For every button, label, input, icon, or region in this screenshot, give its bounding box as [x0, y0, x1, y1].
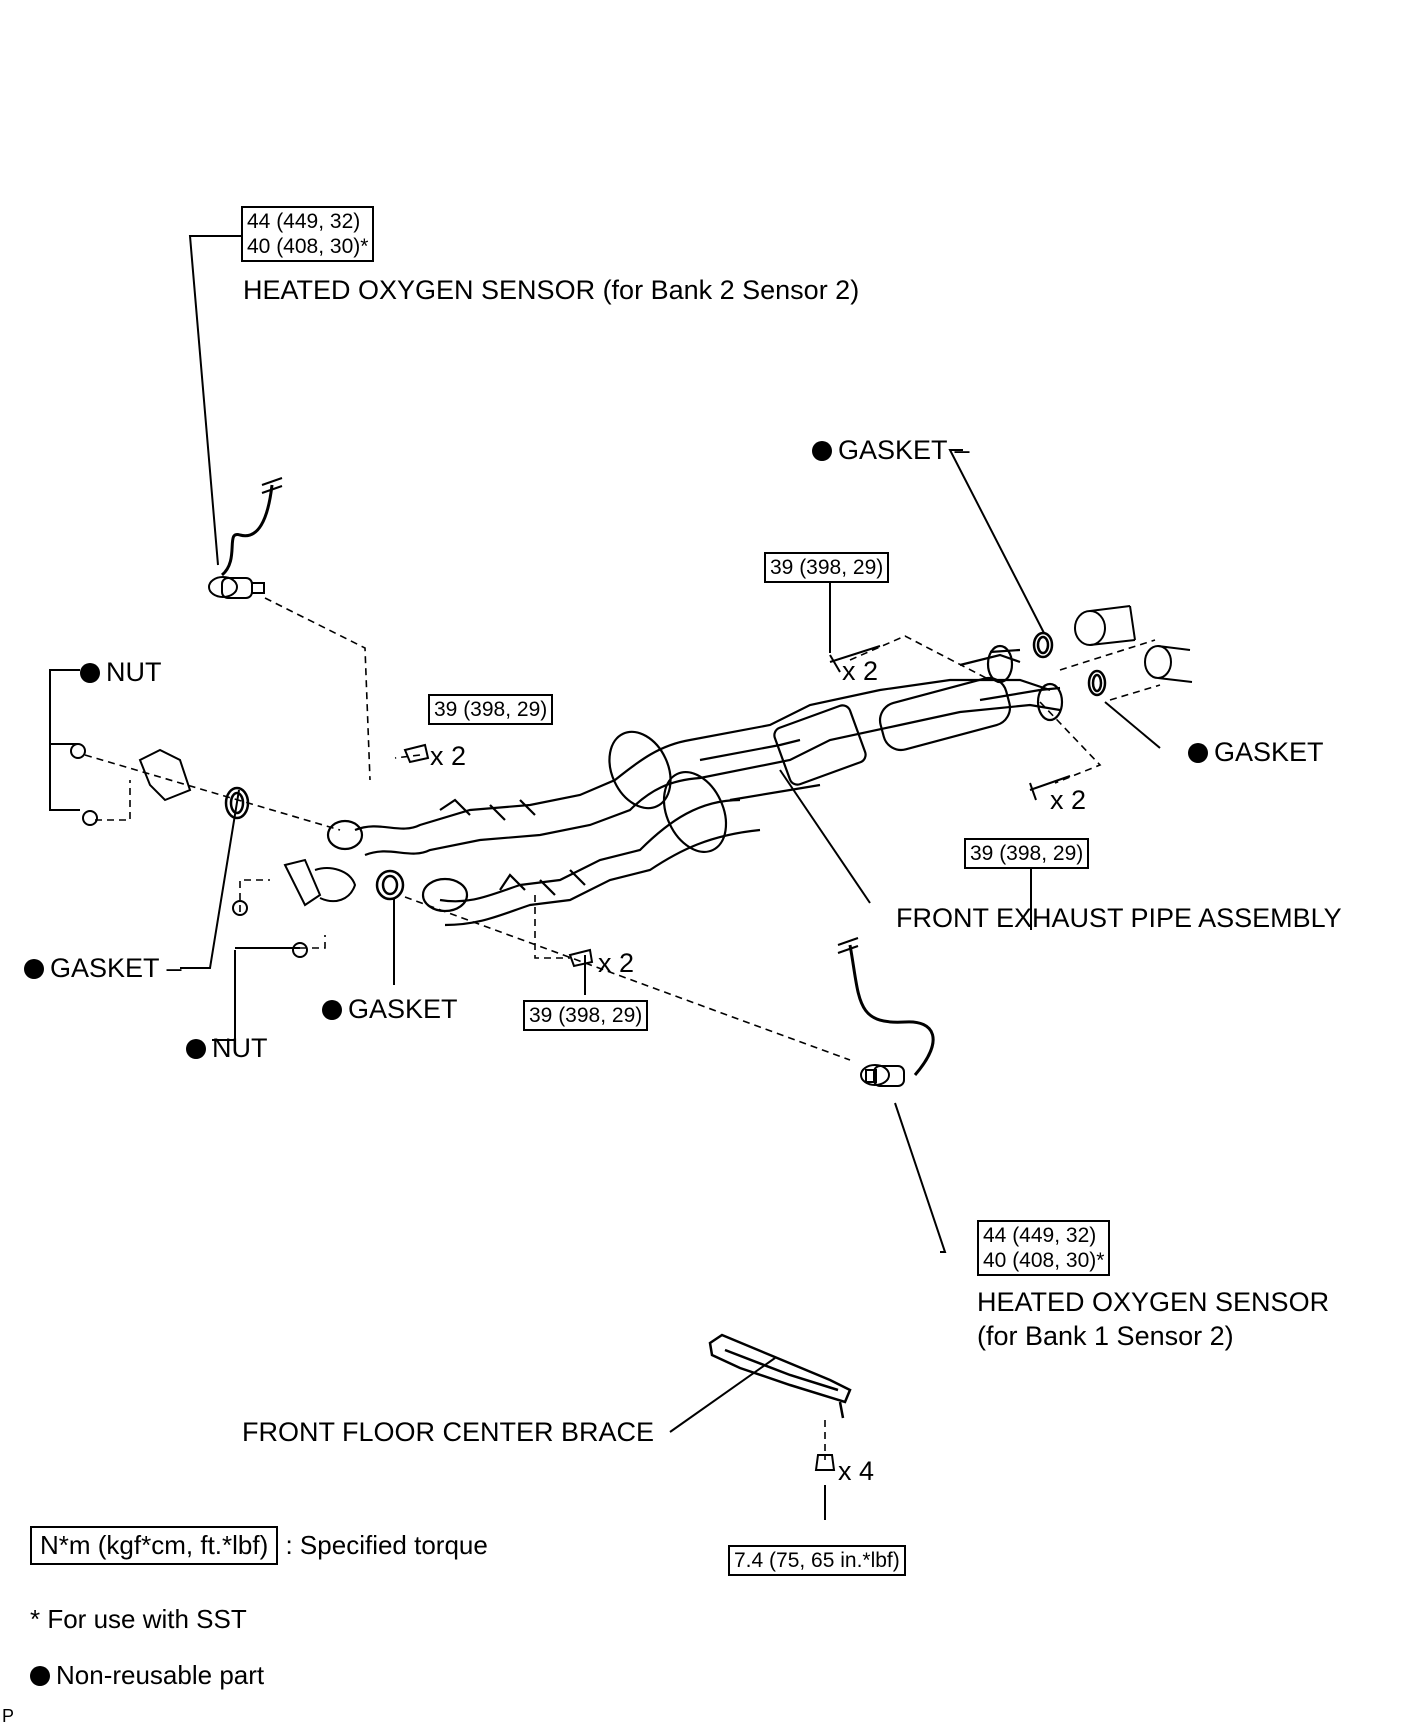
- torque-box-sensor-bank2: 44 (449, 32) 40 (408, 30)*: [241, 206, 375, 262]
- front-floor-brace-icon: [708, 1333, 852, 1419]
- legend-torque: N*m (kgf*cm, ft.*lbf) : Specified torque: [30, 1526, 488, 1565]
- fastener-icons: [70, 645, 1071, 1471]
- oxygen-sensor-bank2-icon: [208, 576, 265, 599]
- qty-left-lower: x 2: [598, 948, 635, 978]
- gasket-text: GASKET: [838, 435, 948, 465]
- label-nut-upper: NUT: [80, 656, 162, 688]
- torque-box-right-lower: 39 (398, 29): [964, 838, 1090, 869]
- gasket-text: GASKET: [50, 953, 160, 983]
- label-sensor-bank1-line2: (for Bank 1 Sensor 2): [977, 1321, 1234, 1351]
- oxygen-sensor-bank1-icon: [860, 1064, 905, 1087]
- torque-box-upper-right: 39 (398, 29): [764, 552, 890, 583]
- torque-line-1: 44 (449, 32): [983, 1224, 1097, 1247]
- torque-box-sensor-bank1: 44 (449, 32) 40 (408, 30)*: [977, 1220, 1111, 1276]
- gasket-text: GASKET: [1214, 737, 1324, 767]
- leader-lines: [49, 235, 1161, 1520]
- legend-non-reusable: Non-reusable part: [30, 1660, 264, 1691]
- gasket-icons: [224, 631, 1107, 901]
- label-gasket-upper-right: GASKET –: [812, 434, 970, 466]
- torque-line-1: 44 (449, 32): [247, 210, 361, 233]
- nut-text: NUT: [212, 1033, 268, 1063]
- label-front-exhaust-pipe: FRONT EXHAUST PIPE ASSEMBLY: [896, 903, 1342, 933]
- torque-box-brace: 7.4 (75, 65 in.*lbf): [728, 1545, 906, 1576]
- non-reusable-dot-icon: [80, 663, 100, 683]
- legend-non-reusable-text: Non-reusable part: [56, 1660, 265, 1690]
- alignment-lines: [84, 597, 1161, 1460]
- non-reusable-dot-icon: [322, 1000, 342, 1020]
- non-reusable-dot-icon: [812, 441, 832, 461]
- torque-box-left-upper: 39 (398, 29): [428, 694, 554, 725]
- non-reusable-dot-icon: [1188, 743, 1208, 763]
- qty-brace: x 4: [838, 1456, 875, 1486]
- label-sensor-bank2: HEATED OXYGEN SENSOR (for Bank 2 Sensor …: [243, 275, 860, 305]
- torque-box-left-lower: 39 (398, 29): [523, 1000, 649, 1031]
- legend-torque-box: N*m (kgf*cm, ft.*lbf): [30, 1526, 279, 1565]
- corner-mark: P: [2, 1706, 15, 1726]
- qty-left-upper: x 2: [430, 741, 467, 771]
- manifold-flange-icons: [138, 748, 357, 907]
- legend-sst-note: * For use with SST: [30, 1604, 247, 1634]
- gasket-text: GASKET: [348, 994, 458, 1024]
- qty-upper-right: x 2: [842, 656, 879, 686]
- label-front-floor-brace: FRONT FLOOR CENTER BRACE: [242, 1417, 655, 1447]
- label-gasket-left: GASKET –: [24, 952, 182, 984]
- legend-torque-desc: : Specified torque: [285, 1530, 488, 1560]
- qty-right-lower: x 2: [1050, 785, 1087, 815]
- non-reusable-dot-icon: [24, 959, 44, 979]
- label-gasket-right: GASKET: [1188, 736, 1324, 768]
- front-exhaust-pipe-icon: [326, 644, 1064, 927]
- label-sensor-bank1-line1: HEATED OXYGEN SENSOR: [977, 1287, 1330, 1317]
- torque-line-2: 40 (408, 30)*: [983, 1249, 1105, 1272]
- wire-break-icons: [261, 477, 859, 954]
- non-reusable-dot-icon: [30, 1666, 50, 1686]
- label-nut-lower: NUT: [186, 1032, 268, 1064]
- label-gasket-center: GASKET: [322, 993, 458, 1025]
- non-reusable-dot-icon: [186, 1039, 206, 1059]
- torque-line-2: 40 (408, 30)*: [247, 235, 369, 258]
- sensor-wires: [220, 484, 935, 1076]
- downstream-pipes-icon: [1074, 605, 1193, 683]
- nut-text: NUT: [106, 657, 162, 687]
